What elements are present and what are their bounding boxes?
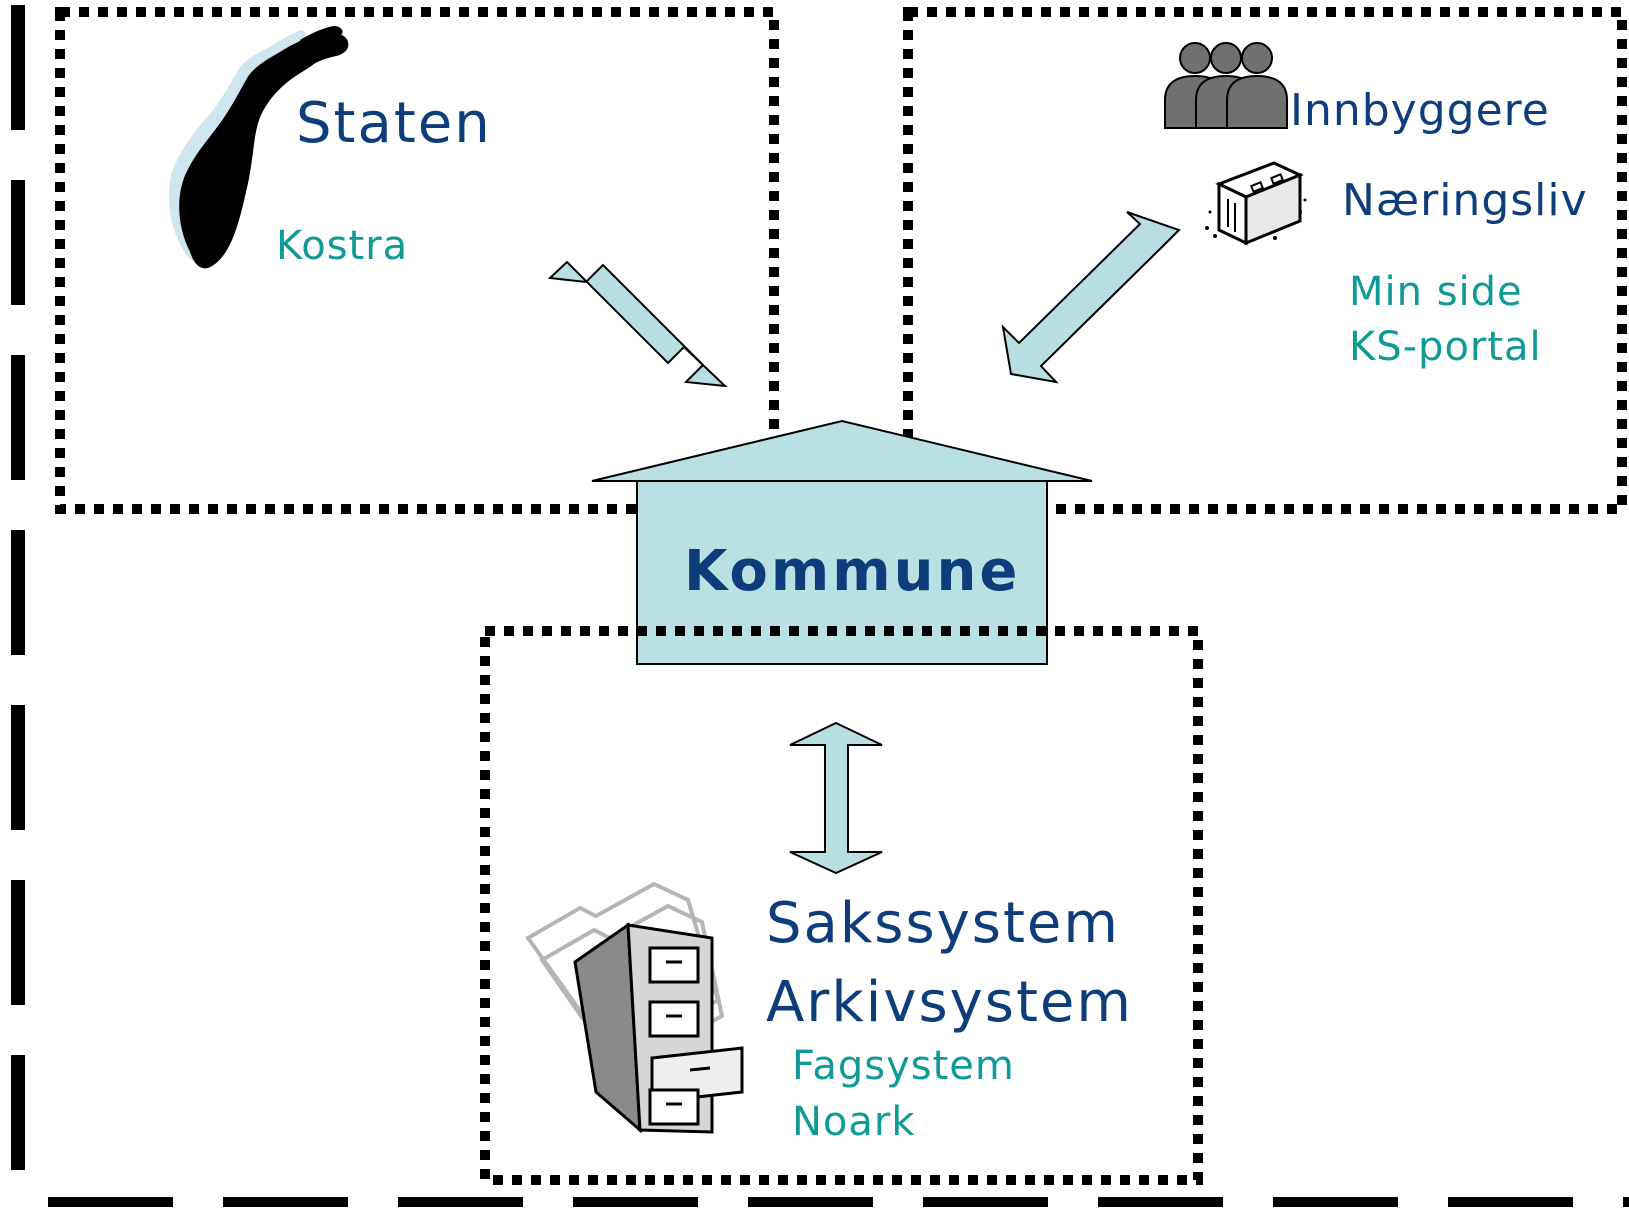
arrow-staten-kommune [547,260,728,388]
kommune-roof [591,419,1093,482]
norway-map-icon [168,26,349,269]
arkivsystem-label: Arkivsystem [766,970,1133,1035]
brick-icon [1205,161,1307,246]
naeringsliv-label: Næringsliv [1342,175,1588,226]
external-box [903,7,1627,514]
kostra-label: Kostra [276,223,409,269]
min-side-label: Min side [1349,269,1523,315]
sakssystem-box [480,626,1203,1185]
staten-title: Staten [296,91,492,156]
staten-box [55,7,779,514]
arrow-external-kommune [1001,211,1181,384]
outer-frame [11,5,1629,1207]
innbyggere-label: Innbyggere [1290,85,1550,136]
kommune-body [636,480,1048,665]
ks-portal-label: KS-portal [1349,324,1542,370]
noark-label: Noark [792,1099,916,1145]
people-icon [1164,42,1288,129]
kommune-label: Kommune [684,539,1021,604]
arrow-kommune-sakssystem [789,721,883,875]
filing-cabinet-icon [525,881,744,1134]
kommune-house [591,419,1093,665]
sakssystem-label: Sakssystem [766,891,1120,956]
fagsystem-label: Fagsystem [792,1043,1015,1089]
